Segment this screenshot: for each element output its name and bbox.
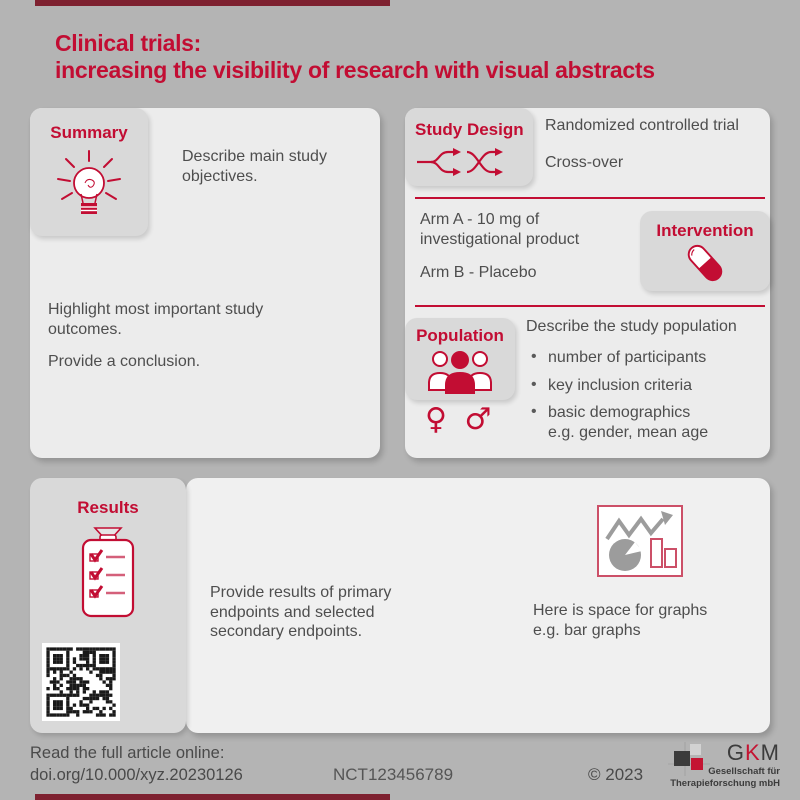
summary-objectives-text: Describe main study objectives. [182,148,327,185]
population-tab-label: Population [416,326,504,345]
design-type-text: Randomized controlled trial [545,117,739,134]
population-bullet-2: key inclusion criteria [528,375,763,396]
design-subtype-text: Cross-over [545,154,624,171]
logo-subtitle-1: Gesellschaft für [708,766,780,777]
arm-a-text: Arm A - 10 mg of investigational product [420,211,580,248]
study-design-tab-label: Study Design [415,120,524,139]
randomization-crossover-arrows-icon [415,144,533,185]
top-accent-bar [35,0,390,6]
population-bullet-list: number of participants key inclusion cri… [528,347,763,450]
arm-b-text: Arm B - Placebo [420,264,537,281]
logo-letter-g: G [726,740,745,765]
population-bullet-1: number of participants [528,347,763,368]
qr-code [42,643,120,726]
gkm-logo-squares-icon [668,742,710,781]
page-title: Clinical trials: increasing the visibili… [55,30,655,83]
bottom-accent-bar [35,794,390,800]
population-bullet-3: basic demographics e.g. gender, mean age [528,402,763,442]
summary-tab: Summary [30,108,148,236]
graphs-note-text: Here is space for graphs e.g. bar graphs [533,602,708,639]
people-group-icon [405,348,515,401]
gender-symbols-icon: ♀ ♂ [425,402,496,437]
copyright-text: © 2023 [588,765,644,784]
gkm-logo: GKM Gesellschaft für Therapieforschung m… [660,738,780,794]
results-tab-label: Results [77,498,139,517]
summary-tab-label: Summary [50,123,128,142]
results-text: Provide results of primary endpoints and… [210,584,392,641]
logo-letter-m: M [760,740,780,765]
study-design-tab: Study Design [405,108,533,186]
logo-letter-k: K [744,740,761,765]
gkm-logo-text: GKM [727,740,780,766]
intervention-tab: Intervention [640,211,770,291]
intervention-tab-label: Intervention [656,221,754,240]
checklist-clipboard-icon [30,526,186,625]
summary-outcomes-text: Highlight most important study outcomes. [48,301,264,338]
charts-icon [597,505,683,577]
capsule-pill-icon [640,241,770,290]
results-tab: Results [30,478,186,733]
divider-line-1 [415,197,765,199]
summary-conclusion-text: Provide a conclusion. [48,353,201,370]
divider-line-2 [415,305,765,307]
read-online-text: Read the full article online: doi.org/10… [30,744,243,785]
nct-number: NCT123456789 [333,765,454,784]
population-heading: Describe the study population [526,318,737,335]
logo-subtitle-2: Therapieforschung mbH [670,778,780,789]
lightbulb-icon [30,145,148,230]
population-tab: Population [405,318,515,400]
